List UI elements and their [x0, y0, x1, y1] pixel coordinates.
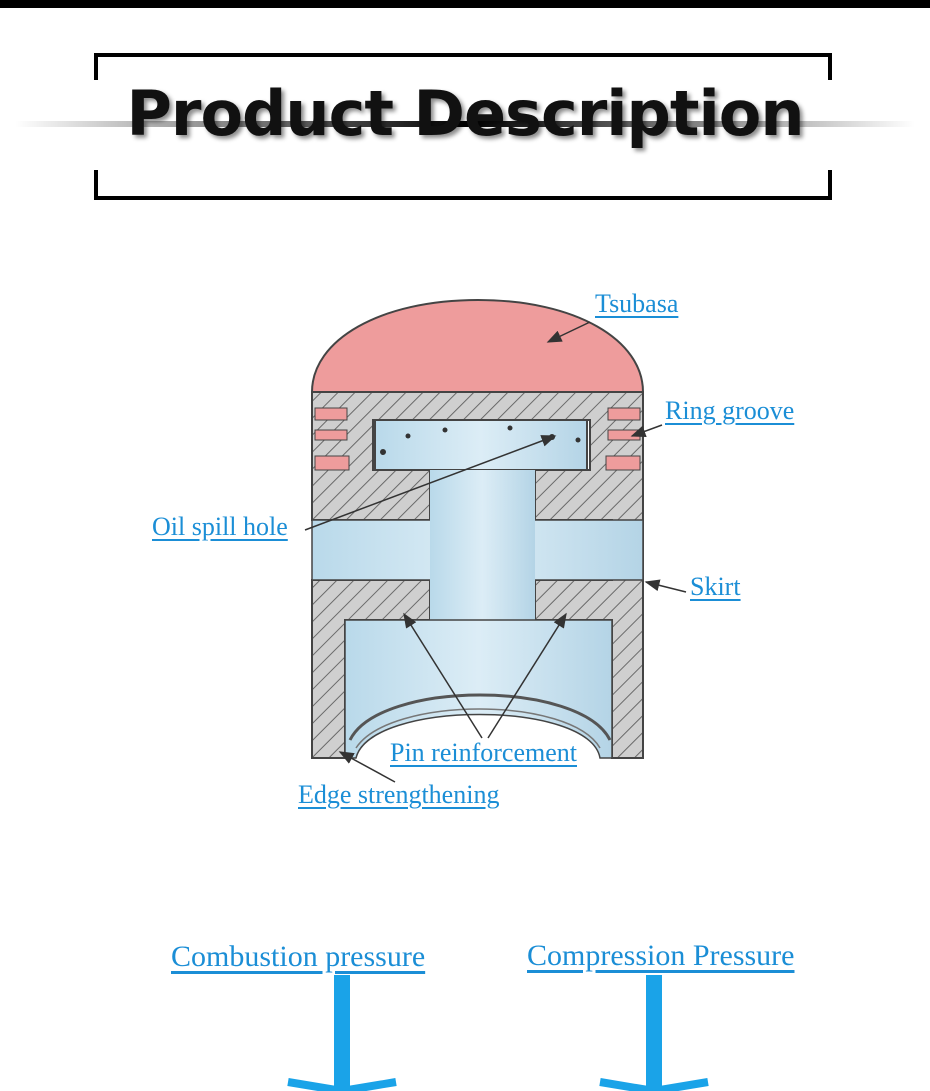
ring-grooves [314, 407, 641, 471]
skirt-cavity [344, 619, 613, 759]
label-oil-spill-hole: Oil spill hole [152, 512, 288, 541]
section-banner: Product Description [0, 50, 930, 205]
top-bar [0, 0, 930, 8]
label-skirt: Skirt [690, 572, 741, 601]
label-ring-groove: Ring groove [665, 396, 795, 425]
compression-arrow [599, 975, 709, 1091]
upper-cavity [374, 419, 588, 471]
piston-crown [310, 298, 645, 393]
label-pin-reinforcement: Pin reinforcement [390, 738, 577, 767]
banner-frame [15, 53, 915, 200]
label-tsubasa: Tsubasa [595, 289, 679, 318]
combustion-arrow [287, 975, 397, 1091]
label-compression-pressure: Compression Pressure [527, 939, 795, 972]
center-column [430, 470, 535, 620]
label-combustion-pressure: Combustion pressure [171, 940, 426, 973]
label-edge-strengthening: Edge strengthening [298, 780, 500, 809]
page-title: Product Description [126, 77, 804, 150]
piston-diagram [287, 298, 709, 1091]
